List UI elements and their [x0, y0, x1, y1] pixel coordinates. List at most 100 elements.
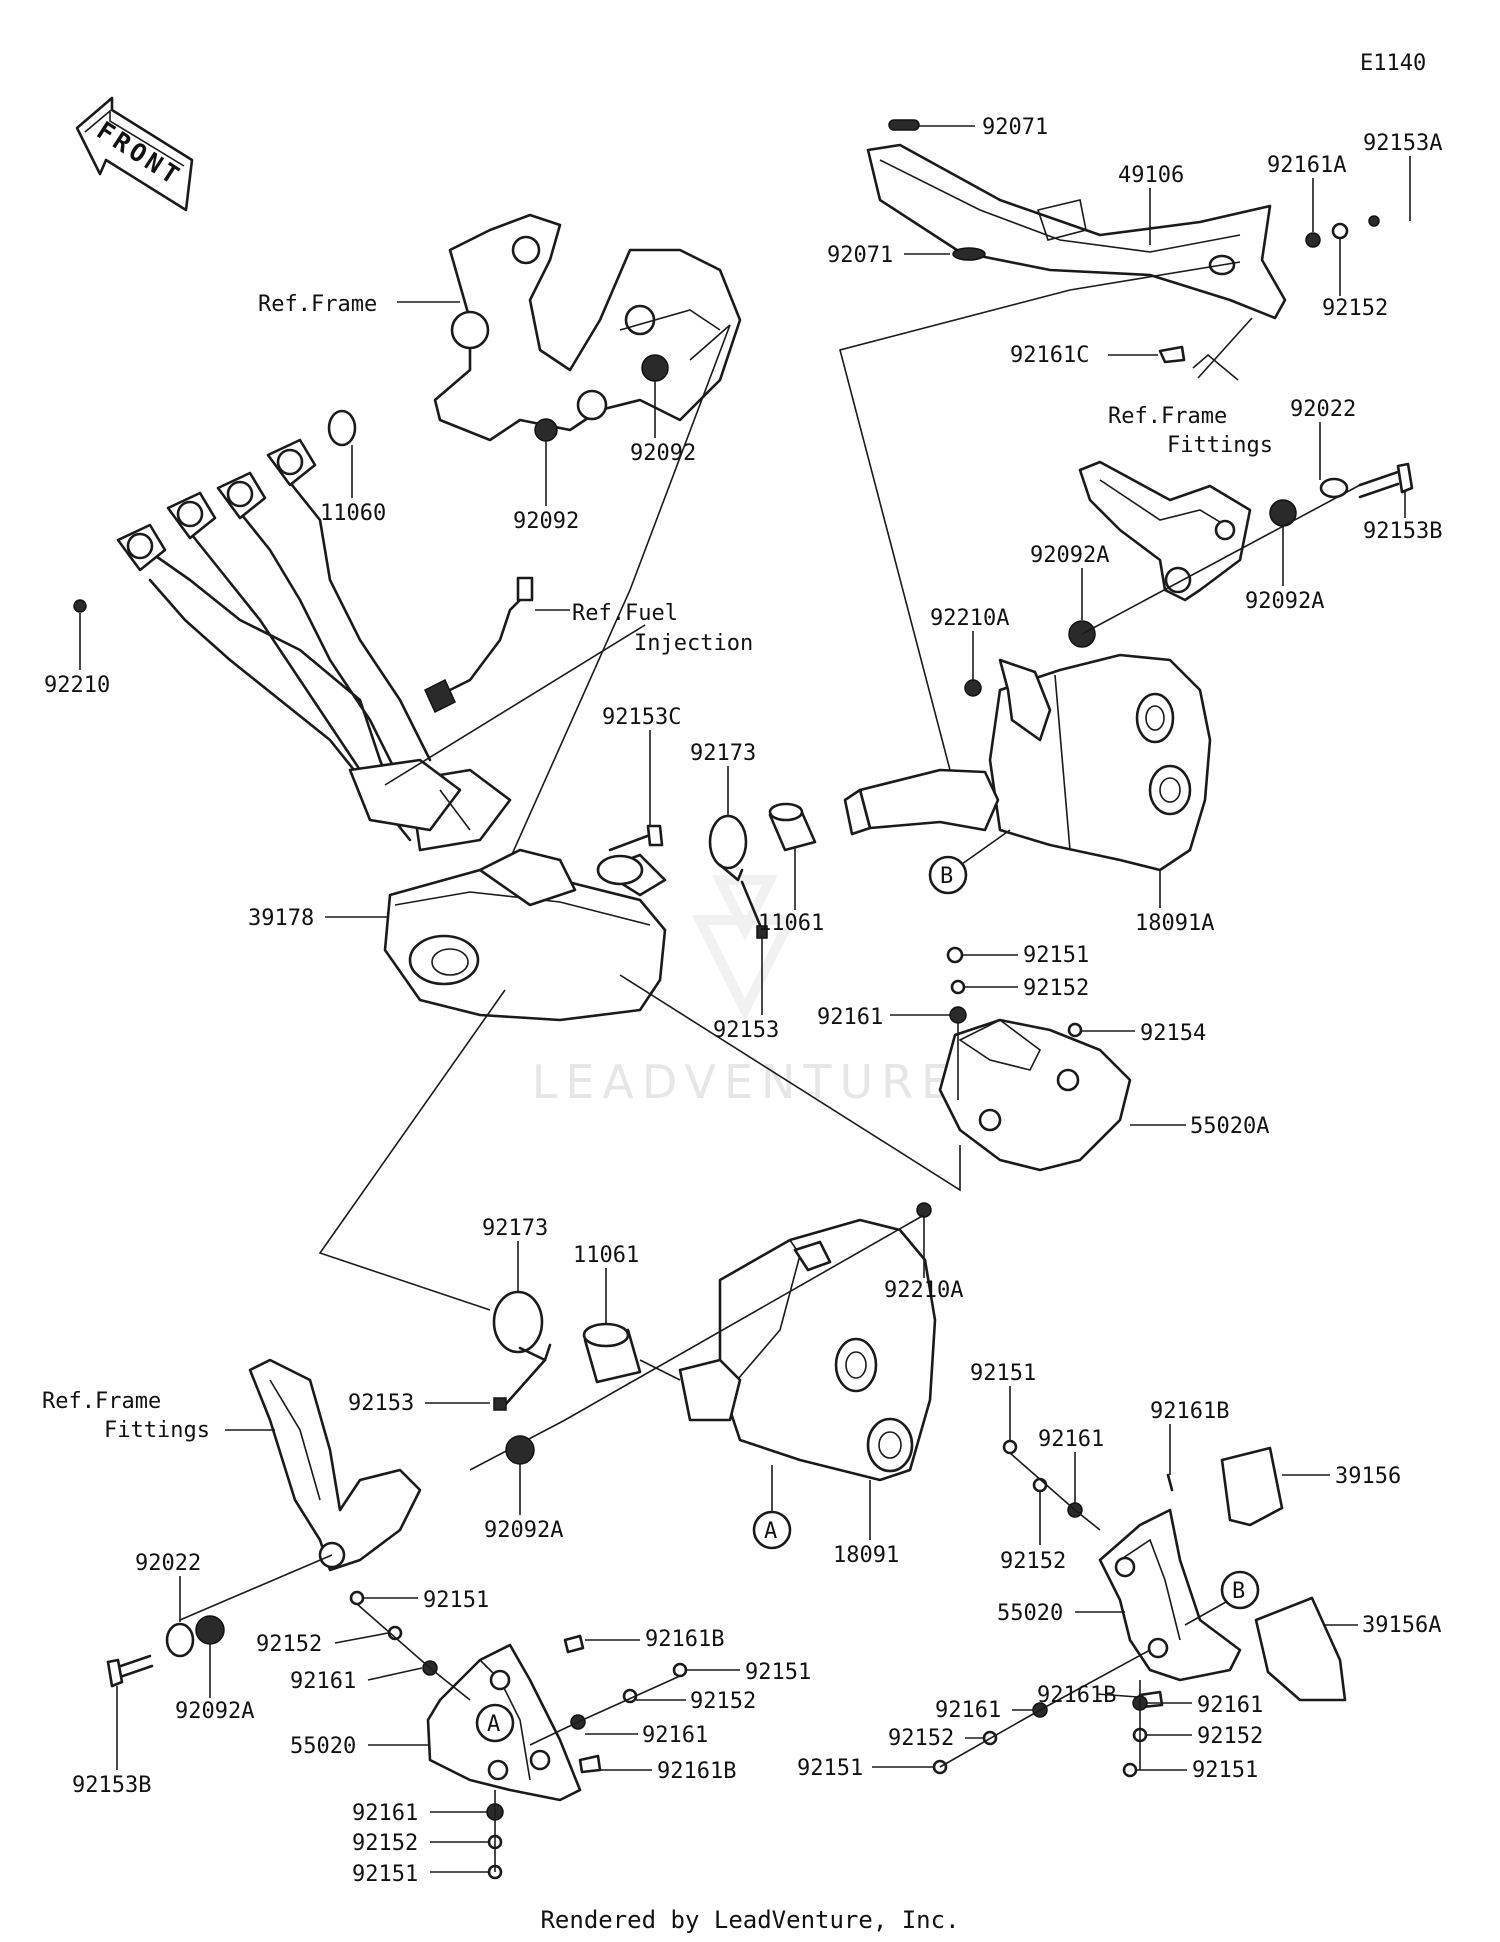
- o2-sensor: [424, 576, 534, 714]
- ref-fittings-l1: Ref.Frame: [42, 1389, 161, 1414]
- label-92161B-l1: 92161B: [645, 1627, 724, 1652]
- clip-92161B-l2: [578, 1754, 602, 1774]
- label-92092A-bl: 92092A: [175, 1699, 254, 1724]
- label-92022-r: 92022: [1290, 397, 1356, 422]
- label-92210A-r: 92210A: [930, 606, 1009, 631]
- label-92092A-b: 92092A: [484, 1518, 563, 1543]
- heat-guard-55020-right: [1098, 1508, 1242, 1682]
- label-18091: 18091: [833, 1543, 899, 1568]
- collar-92092-b: [641, 354, 669, 382]
- nut-92210: [73, 599, 87, 613]
- muffler-18091: [678, 1218, 937, 1482]
- grommet-92071-top: [888, 119, 920, 131]
- cover-39156A: [1254, 1596, 1347, 1702]
- footer-credit: Rendered by LeadVenture, Inc.: [540, 1906, 959, 1934]
- cover-39156: [1220, 1446, 1284, 1527]
- label-92152-r2: 92152: [1197, 1724, 1263, 1749]
- clamp-92173-t: [708, 814, 748, 882]
- label-92151-r2: 92151: [1192, 1758, 1258, 1783]
- label-92153C: 92153C: [602, 705, 681, 730]
- bolt-92151-c: [946, 946, 964, 964]
- label-92153B-r: 92153B: [1363, 519, 1442, 544]
- callout-a-mid: A: [752, 1465, 792, 1550]
- watermark-logo: [691, 875, 799, 1022]
- label-92151-c: 92151: [1023, 943, 1089, 968]
- gasket-11060: [327, 409, 357, 447]
- callout-a-bottom-text: A: [487, 1712, 500, 1737]
- label-92161-l1: 92161: [290, 1669, 356, 1694]
- clamp-92173-b: [492, 1290, 552, 1362]
- frame-bracket: [433, 213, 742, 442]
- label-92151-r1: 92151: [970, 1361, 1036, 1386]
- label-92152-r3: 92152: [888, 1726, 954, 1751]
- label-11061-b: 11061: [573, 1243, 639, 1268]
- watermark-text: LEADVENTURE: [532, 1055, 959, 1109]
- label-92161B-r2: 92161B: [1037, 1683, 1116, 1708]
- label-55020A: 55020A: [1190, 1114, 1269, 1139]
- label-92161B-l2: 92161B: [657, 1759, 736, 1784]
- label-92161-r1: 92161: [1038, 1427, 1104, 1452]
- label-92022-b: 92022: [135, 1551, 201, 1576]
- label-92152-tr: 92152: [1322, 296, 1388, 321]
- label-92151-l3: 92151: [352, 1862, 418, 1887]
- label-92092-b: 92092: [630, 441, 696, 466]
- label-92153A: 92153A: [1363, 131, 1442, 156]
- label-39178: 39178: [248, 906, 314, 931]
- label-92153B-bl: 92153B: [72, 1773, 151, 1798]
- label-92092A-r2: 92092A: [1030, 543, 1109, 568]
- collar-92092-a: [534, 418, 558, 442]
- exhaust-header: [116, 438, 512, 852]
- bolt-92153B-bl: [106, 1654, 154, 1688]
- clip-92161B-r1: [1166, 1473, 1174, 1492]
- label-92152-r1: 92152: [1000, 1549, 1066, 1574]
- label-92173-t: 92173: [690, 741, 756, 766]
- label-92151-l1: 92151: [423, 1588, 489, 1613]
- label-11060: 11060: [320, 501, 386, 526]
- bolt-92153A: [1368, 215, 1380, 227]
- label-92152-l1: 92152: [256, 1632, 322, 1657]
- nut-92210A-r: [964, 679, 982, 697]
- label-49106: 49106: [1118, 163, 1184, 188]
- sleeve-11061-b: [582, 1322, 642, 1384]
- bolt-92151-r1: [1002, 1439, 1018, 1455]
- label-39156A: 39156A: [1362, 1613, 1441, 1638]
- label-92151-l2: 92151: [745, 1660, 811, 1685]
- label-92071-top: 92071: [982, 115, 1048, 140]
- label-92161-l3: 92161: [352, 1801, 418, 1826]
- label-92161-l2: 92161: [642, 1723, 708, 1748]
- label-92152-l3: 92152: [352, 1831, 418, 1856]
- washer-92022-r: [1319, 477, 1349, 499]
- label-92161-r3: 92161: [935, 1698, 1001, 1723]
- muffler-cover-49106: [866, 143, 1287, 320]
- washer-92152-tr: [1331, 222, 1349, 240]
- front-arrow-icon: FRONT: [75, 96, 194, 212]
- label-39156: 39156: [1335, 1464, 1401, 1489]
- collar-92161-c: [949, 1006, 967, 1024]
- diagram-code: E1140: [1360, 51, 1426, 76]
- label-92151-r3: 92151: [797, 1756, 863, 1781]
- collar-92161A: [1305, 232, 1321, 248]
- bolt-92151-l2: [672, 1662, 688, 1678]
- label-92092A-r: 92092A: [1245, 589, 1324, 614]
- ref-frame-fittings-r2: Fittings: [1167, 433, 1273, 458]
- clip-92161B-l1: [563, 1634, 585, 1654]
- label-92154: 92154: [1140, 1021, 1206, 1046]
- ref-fuel-2: Injection: [634, 631, 753, 656]
- washer-92022-b: [165, 1622, 195, 1658]
- label-92092-a: 92092: [513, 509, 579, 534]
- label-92152-l2: 92152: [690, 1689, 756, 1714]
- label-92210: 92210: [44, 673, 110, 698]
- washer-92152-r1: [1032, 1477, 1048, 1493]
- label-92161A: 92161A: [1267, 153, 1346, 178]
- heat-guard-55020A: [938, 1018, 1132, 1172]
- label-92161-c: 92161: [817, 1005, 883, 1030]
- label-92152-c: 92152: [1023, 976, 1089, 1001]
- label-92153-t: 92153: [713, 1018, 779, 1043]
- bolt-92151-l1: [349, 1590, 365, 1606]
- bolt-92153-b: [493, 1358, 547, 1411]
- label-11061-t: 11061: [758, 911, 824, 936]
- clip-92161C: [1158, 345, 1186, 364]
- callout-b-bottom-text: B: [1232, 1579, 1245, 1604]
- callout-b-bottom: B: [1184, 1570, 1260, 1626]
- ref-frame-label: Ref.Frame: [258, 292, 377, 317]
